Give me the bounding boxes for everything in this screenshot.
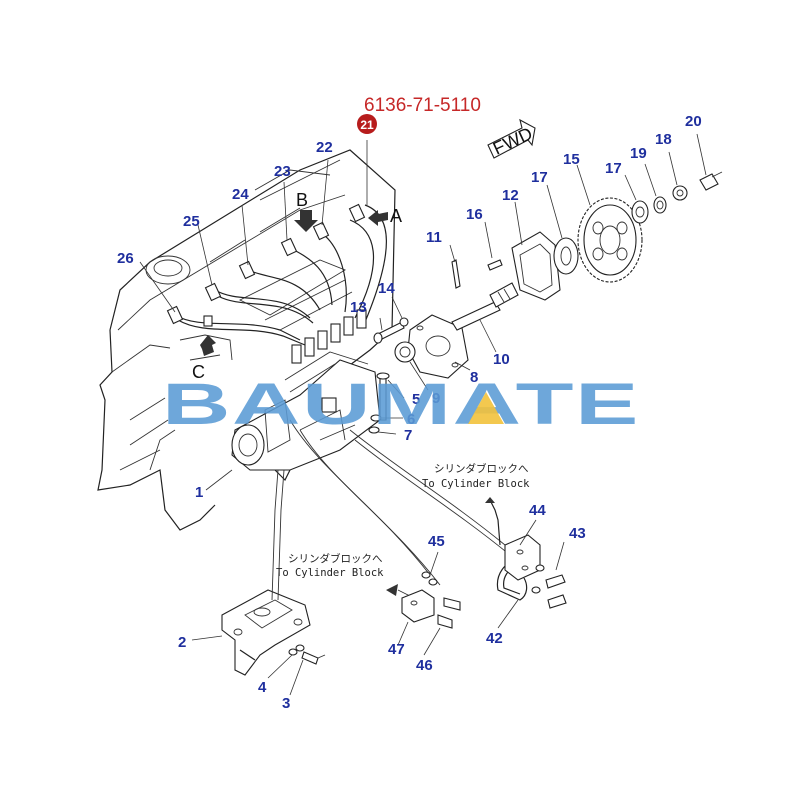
drive-gear-assembly <box>553 171 723 283</box>
callout-11: 11 <box>426 229 442 246</box>
fuel-lines <box>271 419 511 601</box>
callout-20: 20 <box>685 113 702 130</box>
callout-25: 25 <box>183 213 200 230</box>
callout-42: 42 <box>486 630 503 647</box>
note-cylinder-block-jp-2: シリンダブロックへ <box>288 552 383 565</box>
callout-14: 14 <box>378 280 395 297</box>
callout-17-a: 17 <box>531 169 548 186</box>
note-cylinder-block-jp-1: シリンダブロックへ <box>434 462 529 475</box>
callout-7: 7 <box>404 427 412 444</box>
callout-6: 6 <box>407 411 415 428</box>
callout-17-b: 17 <box>605 160 622 177</box>
fwd-label: FWD <box>490 123 536 158</box>
drive-parts <box>373 231 561 379</box>
callout-13: 13 <box>350 299 367 316</box>
pump-bracket <box>221 589 326 676</box>
callout-45: 45 <box>428 533 445 550</box>
callout-24: 24 <box>232 186 249 203</box>
callout-22: 22 <box>316 139 333 156</box>
watermark-text: BAUMATE <box>162 372 640 437</box>
callout-8: 8 <box>470 369 478 386</box>
callout-26: 26 <box>117 250 134 267</box>
injection-lines <box>166 203 387 346</box>
callout-46: 46 <box>416 657 433 674</box>
view-arrow-c-label: C <box>192 362 205 382</box>
callout-10: 10 <box>493 351 510 368</box>
engine-block <box>97 149 396 531</box>
watermark-accent-triangle <box>468 392 504 424</box>
oil-pipe-assembly <box>401 534 567 629</box>
callout-1: 1 <box>195 484 203 501</box>
callout-numbers: 1 2 3 4 5 6 7 8 9 10 11 12 13 14 15 16 1… <box>117 113 702 712</box>
callout-44: 44 <box>529 502 546 519</box>
note-cylinder-block-en-1: To Cylinder Block <box>422 478 530 490</box>
callout-4: 4 <box>258 679 267 696</box>
note-cylinder-block-en-2: To Cylinder Block <box>276 567 384 579</box>
callout-19: 19 <box>630 145 647 162</box>
part-number-label: 6136-71-5110 <box>364 95 481 116</box>
callout-18: 18 <box>655 131 672 148</box>
callout-47: 47 <box>388 641 405 658</box>
callout-43: 43 <box>569 525 586 542</box>
view-arrow-a-label: A <box>390 206 402 226</box>
view-arrows: A B C <box>192 190 402 382</box>
callout-16: 16 <box>466 206 483 223</box>
callout-15: 15 <box>563 151 580 168</box>
callout-23: 23 <box>274 163 291 180</box>
watermark: BAUMATE <box>162 372 640 437</box>
leader-lines <box>139 133 707 696</box>
injection-pump <box>231 309 381 482</box>
callout-2: 2 <box>178 634 186 651</box>
view-arrow-b-label: B <box>296 190 308 210</box>
callout-9: 9 <box>432 390 440 407</box>
callout-21-label: 21 <box>360 118 374 132</box>
callout-5: 5 <box>412 391 420 408</box>
callout-21-badge <box>357 114 377 134</box>
callout-3: 3 <box>282 695 290 712</box>
bolt-group-5-7 <box>368 372 390 434</box>
callout-12: 12 <box>502 187 519 204</box>
fwd-direction-arrow: FWD <box>487 118 536 159</box>
